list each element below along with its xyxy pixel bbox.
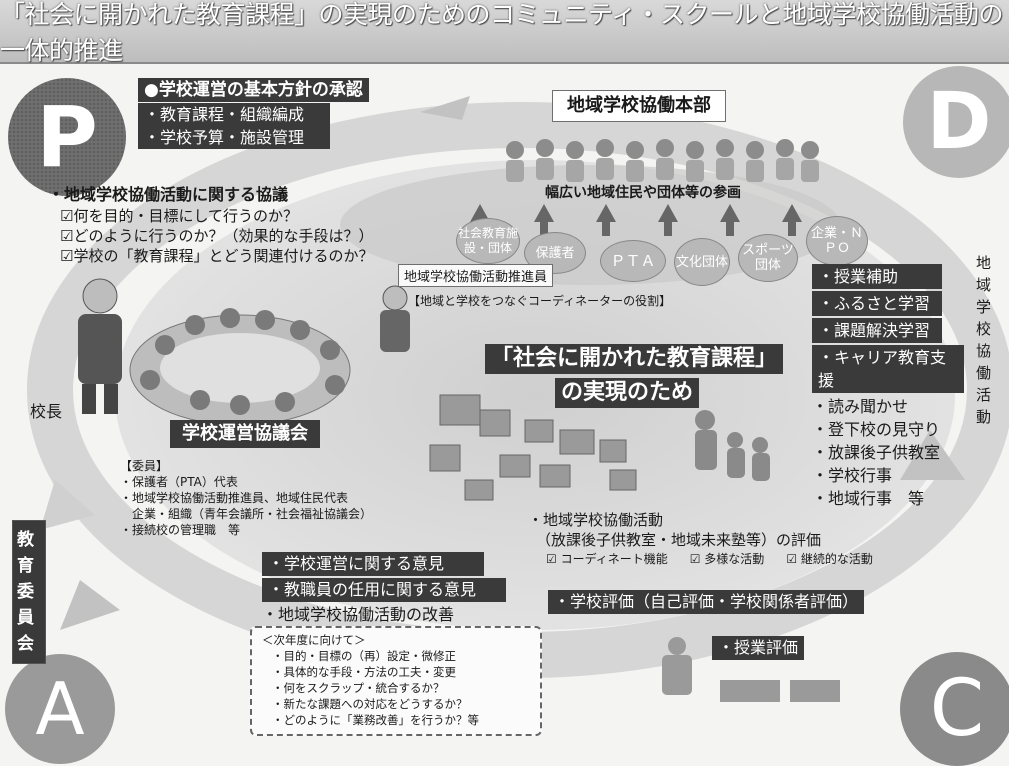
next-year-heading: ＜次年度に向けて＞ bbox=[262, 633, 366, 647]
next-year-item: ・何をスクラップ・統合するか？ bbox=[272, 681, 445, 695]
hq-title: 地域学校協働本部 bbox=[552, 90, 726, 122]
activity-item: ・キャリア教育支援 bbox=[812, 345, 964, 393]
activity-item: ・登下校の見守り bbox=[812, 420, 941, 439]
page-title: 「社会に開かれた教育課程」の実現のためのコミュニティ・スクールと地域学校協働活動… bbox=[0, 0, 1009, 65]
principal-label: 校長 bbox=[30, 402, 63, 421]
activity-item: ・地域行事 等 bbox=[812, 489, 925, 508]
member-item: 企業・組織（青年会議所・社会福祉協議会） bbox=[120, 507, 373, 521]
school-evaluation: ・学校評価（自己評価・学校関係者評価） bbox=[548, 590, 865, 614]
activity-item: ・学校行事 bbox=[812, 466, 893, 485]
opinion-item: ・地域学校協働活動の改善 bbox=[262, 605, 455, 624]
deliberation-item: ☑学校の「教育課程」とどう関連付けるのか？ bbox=[60, 247, 374, 265]
member-item: ・地域学校協働活動推進員、地域住民代表 bbox=[120, 491, 349, 505]
member-item: ・接続校の管理職 等 bbox=[120, 523, 241, 537]
deliberation-block: ・地域学校協働活動に関する協議 ☑何を目的・目標にして行うのか？ ☑どのように行… bbox=[48, 184, 373, 266]
coordinator-label: 【地域と学校をつなぐコーディネーターの役割】 bbox=[408, 294, 672, 308]
plan-item: ・学校予算・施設管理 bbox=[138, 126, 330, 149]
opinions-block: ・学校運営に関する意見 ・教職員の任用に関する意見 ・地域学校協働活動の改善 bbox=[262, 552, 506, 626]
member-item: ・保護者（PTA）代表 bbox=[120, 475, 238, 489]
plan-item: ・教育課程・組織編成 bbox=[138, 103, 330, 126]
group-sports: スポーツ団体 bbox=[738, 234, 798, 282]
do-vertical-label: 地域学校協働活動 bbox=[976, 254, 992, 426]
check-coordinate: ☑ コーディネート機能 bbox=[546, 552, 668, 566]
deliberation-heading: ・地域学校協働活動に関する協議 bbox=[48, 185, 289, 204]
activity-item: ・授業補助 bbox=[812, 264, 942, 289]
check-circle: C bbox=[900, 652, 1009, 766]
activity-item: ・読み聞かせ bbox=[812, 397, 909, 416]
opinion-item: ・学校運営に関する意見 bbox=[262, 552, 484, 576]
group-culture: 文化団体 bbox=[674, 238, 730, 286]
plan-circle: P bbox=[8, 78, 126, 196]
board-of-education: 教育委員会 bbox=[12, 520, 46, 664]
next-year-item: ・目的・目標の（再）設定・微修正 bbox=[272, 649, 456, 663]
check-diverse: ☑ 多様な活動 bbox=[689, 552, 765, 566]
center-line1: 「社会に開かれた教育課程」 bbox=[485, 344, 784, 374]
center-line2: の実現のため bbox=[555, 378, 700, 408]
next-year-item: ・どのように「業務改善」を行うか？等 bbox=[272, 713, 479, 727]
next-year-item: ・具体的な手段・方法の工夫・変更 bbox=[272, 665, 456, 679]
activity-item: ・放課後子供教室 bbox=[812, 443, 941, 462]
plan-heading: ●学校運営の基本方針の承認 bbox=[138, 78, 369, 102]
check-continuous: ☑ 継続的な活動 bbox=[786, 552, 873, 566]
evaluation-line1: ・地域学校協働活動 bbox=[528, 511, 664, 529]
group-pta: ＰＴＡ bbox=[600, 240, 666, 282]
act-circle: A bbox=[5, 654, 115, 764]
lesson-evaluation: ・授業評価 bbox=[712, 636, 805, 660]
council-members: 【委員】 ・保護者（PTA）代表 ・地域学校協働活動推進員、地域住民代表 企業・… bbox=[120, 458, 372, 538]
participation-label: 幅広い地域住民や団体等の参画 bbox=[545, 185, 741, 201]
next-year-item: ・新たな課題への対応をどうするか？ bbox=[272, 697, 468, 711]
promoter-label: 地域学校協働活動推進員 bbox=[398, 264, 554, 287]
evaluation-block: ・地域学校協働活動 （放課後子供教室・地域未来塾等）の評価 ☑ コーディネート機… bbox=[528, 510, 873, 568]
evaluation-line2: （放課後子供教室・地域未来塾等）の評価 bbox=[536, 531, 822, 549]
do-activities: ・授業補助 ・ふるさと学習 ・課題解決学習 ・キャリア教育支援 ・読み聞かせ ・… bbox=[812, 264, 964, 510]
activity-item: ・課題解決学習 bbox=[812, 318, 942, 343]
group-social-education: 社会教育施設・団体 bbox=[456, 218, 520, 264]
opinion-item: ・教職員の任用に関する意見 bbox=[262, 578, 506, 602]
members-heading: 【委員】 bbox=[120, 459, 169, 473]
next-year-box: ＜次年度に向けて＞ ・目的・目標の（再）設定・微修正 ・具体的な手段・方法の工夫… bbox=[250, 626, 542, 736]
deliberation-item: ☑どのように行うのか？（効果的な手段は？） bbox=[60, 227, 374, 245]
plan-block: ●学校運営の基本方針の承認 ・教育課程・組織編成 ・学校予算・施設管理 bbox=[138, 78, 369, 149]
council-title: 学校運営協議会 bbox=[170, 420, 320, 448]
group-enterprise: 企業・ＮＰＯ bbox=[806, 216, 868, 266]
deliberation-item: ☑何を目的・目標にして行うのか？ bbox=[60, 207, 298, 225]
do-circle: D bbox=[903, 66, 1009, 178]
activity-item: ・ふるさと学習 bbox=[812, 291, 942, 316]
